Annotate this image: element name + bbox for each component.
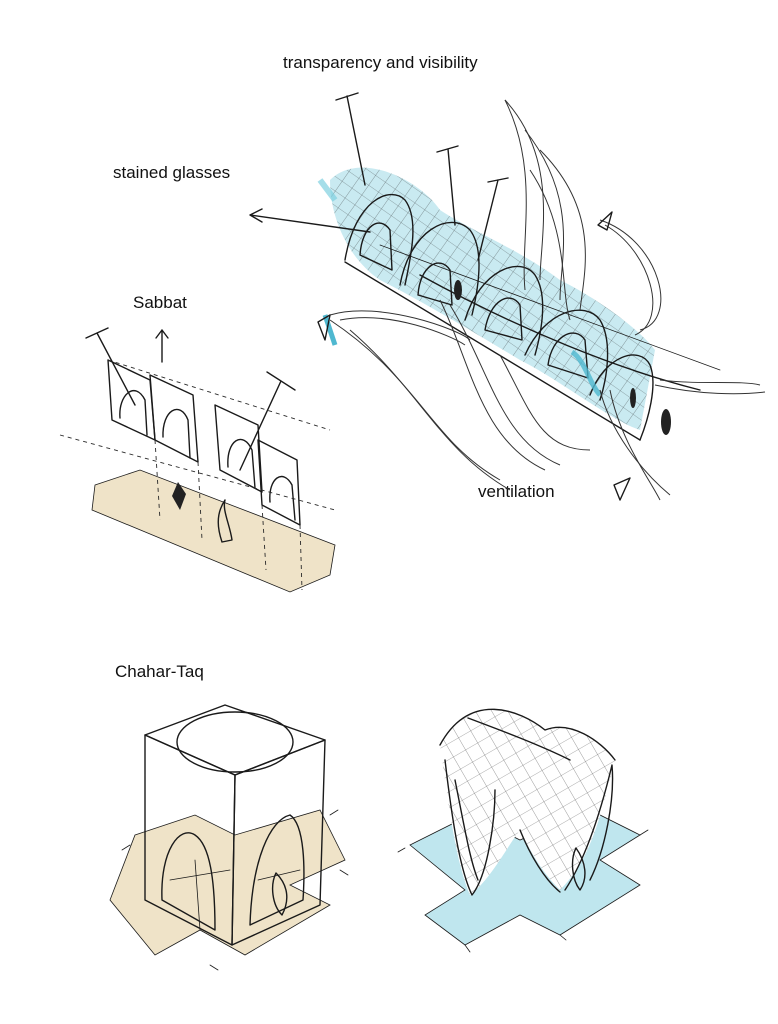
canopy-arch-3 — [464, 265, 544, 356]
sabbat-pointer-arrow — [155, 329, 169, 363]
canopy-opening-4 — [547, 332, 589, 379]
label-sabbat: Sabbat — [133, 293, 187, 312]
label-chahar-taq: Chahar-Taq — [115, 662, 204, 681]
canopy-arch-4 — [524, 309, 609, 401]
sabbat-ground-fill — [92, 470, 335, 592]
pointer-t-2 — [436, 145, 459, 226]
cube-dome — [176, 711, 294, 773]
figure-person-1 — [454, 280, 462, 300]
shell-arch-left — [444, 759, 496, 896]
canopy-base-front — [344, 261, 641, 441]
ventilation-flow-1 — [504, 99, 545, 281]
pointer-t-1 — [335, 92, 366, 186]
sabbat-figure-white — [217, 499, 233, 543]
cube-arch-right — [249, 814, 305, 926]
figure-person-2 — [661, 409, 671, 435]
chahar-taq-ground — [110, 810, 345, 955]
pointer-t-3 — [477, 177, 509, 261]
canopy-opening-1 — [359, 222, 393, 271]
canopy-arch-5 — [589, 354, 654, 441]
cube-figure — [271, 872, 288, 916]
label-ventilation: ventilation — [478, 482, 555, 501]
sabbat-arch-panel-3 — [214, 404, 263, 493]
canopy-arch-2 — [399, 221, 480, 316]
shell-arch-right — [564, 764, 614, 891]
sabbat-pointer-t-1 — [85, 327, 136, 406]
canopy-opening-2 — [417, 262, 453, 306]
arrow-stained-glasses — [249, 208, 371, 233]
sabbat-figure-dark — [172, 482, 186, 510]
label-stained-glasses: stained glasses — [113, 163, 231, 182]
canopy-opening-3 — [484, 297, 523, 341]
canopy-arch-1 — [344, 194, 414, 286]
cube-arch-left — [161, 832, 216, 931]
shell-figure — [571, 847, 586, 891]
cube-right-face — [231, 739, 326, 946]
sabbat-pointer-t-2 — [239, 371, 296, 471]
label-transparency-visibility: transparency and visibility — [283, 53, 478, 72]
